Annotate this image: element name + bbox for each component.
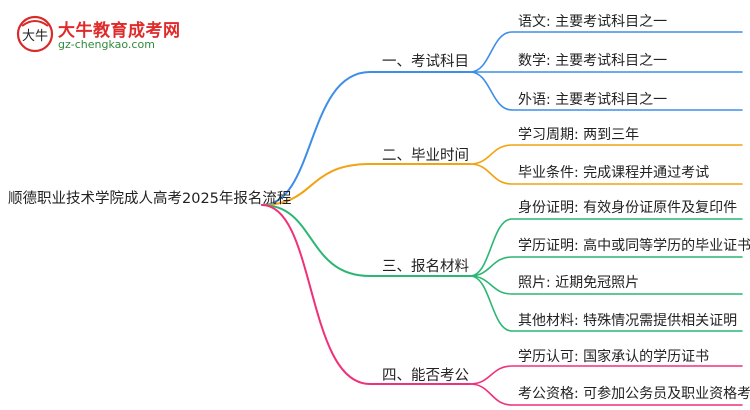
root-branch-connector-1 xyxy=(261,71,471,206)
branch-graduation-time: 二、毕业时间 xyxy=(382,148,469,164)
leaf-photo: 照片: 近期免冠照片 xyxy=(518,275,640,291)
root-topic: 顺德职业技术学院成人高考2025年报名流程 xyxy=(8,191,292,207)
leaf-math: 数学: 主要考试科目之一 xyxy=(518,53,668,69)
leaf-connector-4-1 xyxy=(469,365,743,385)
leaf-connector-1-1 xyxy=(469,31,743,73)
leaf-connector-3-1 xyxy=(469,218,743,277)
leaf-chinese: 语文: 主要考试科目之一 xyxy=(518,14,668,30)
leaf-connector-2-1 xyxy=(469,144,743,165)
site-logo[interactable]: 大牛 大牛教育成考网 gz-chengkao.com xyxy=(14,14,214,58)
leaf-foreign-language: 外语: 主要考试科目之一 xyxy=(518,92,668,108)
leaf-exam-eligibility: 考公资格: 可参加公务员及职业资格考试 xyxy=(518,386,750,402)
branch-application-materials: 三、报名材料 xyxy=(382,259,469,275)
branch-exam-subjects: 一、考试科目 xyxy=(382,54,469,70)
leaf-study-period: 学习周期: 两到三年 xyxy=(518,127,640,143)
leaf-connector-4-2 xyxy=(469,383,743,406)
logo-mark-icon: 大牛 xyxy=(16,15,54,53)
root-branch-connector-3 xyxy=(261,204,471,277)
branch-civil-service: 四、能否考公 xyxy=(382,368,469,384)
root-branch-connector-4 xyxy=(261,204,471,385)
leaf-connector-3-3 xyxy=(469,275,743,295)
logo-mark-text: 大牛 xyxy=(22,29,48,44)
leaf-education-proof: 学历证明: 高中或同等学历的毕业证书 xyxy=(518,238,750,254)
leaf-connector-1-3 xyxy=(469,71,743,111)
leaf-connector-3-4 xyxy=(469,275,743,332)
leaf-other-materials: 其他材料: 特殊情况需提供相关证明 xyxy=(518,313,738,329)
leaf-connector-3-2 xyxy=(469,256,743,277)
leaf-degree-recognition: 学历认可: 国家承认的学历证书 xyxy=(518,349,710,365)
root-branch-connector-2 xyxy=(261,163,471,206)
leaf-connector-2-2 xyxy=(469,163,743,185)
logo-title: 大牛教育成考网 xyxy=(58,21,181,41)
leaf-graduation-conditions: 毕业条件: 完成课程并通过考试 xyxy=(518,165,710,181)
logo-url: gz-chengkao.com xyxy=(58,38,155,51)
leaf-id-proof: 身份证明: 有效身份证原件及复印件 xyxy=(518,200,738,216)
